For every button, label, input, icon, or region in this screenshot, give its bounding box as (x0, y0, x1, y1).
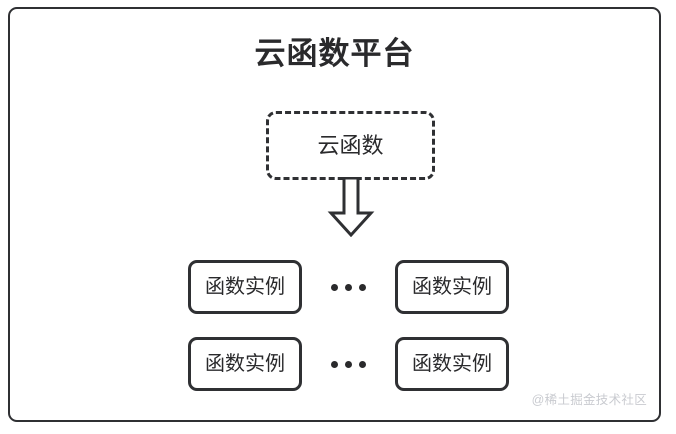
platform-title: 云函数平台 (254, 36, 415, 71)
function-instance-box: 函数实例 (188, 337, 302, 391)
function-instance-label: 函数实例 (205, 276, 285, 298)
function-instance-label: 函数实例 (412, 276, 492, 298)
ellipsis-dot (330, 360, 338, 368)
function-instance-box: 函数实例 (395, 260, 509, 314)
instance-row-1: 函数实例 函数实例 (10, 260, 659, 314)
function-instance-box: 函数实例 (395, 337, 509, 391)
watermark: @稀土掘金技术社区 (531, 393, 647, 407)
down-arrow-icon (325, 176, 377, 238)
function-instance-box: 函数实例 (188, 260, 302, 314)
function-instance-label: 函数实例 (205, 353, 285, 375)
cloud-function-platform-container: 云函数平台 云函数 函数实例 函数实例 函数实例 (8, 7, 661, 422)
ellipsis-icon (323, 337, 373, 391)
ellipsis-dot (358, 360, 366, 368)
ellipsis-icon (323, 260, 373, 314)
ellipsis-dot (330, 283, 338, 291)
ellipsis-dot (358, 283, 366, 291)
cloud-function-node: 云函数 (266, 111, 435, 180)
ellipsis-dot (344, 360, 352, 368)
ellipsis-dot (344, 283, 352, 291)
function-instance-label: 函数实例 (412, 353, 492, 375)
cloud-function-label: 云函数 (317, 132, 384, 158)
instance-row-2: 函数实例 函数实例 (10, 337, 659, 391)
